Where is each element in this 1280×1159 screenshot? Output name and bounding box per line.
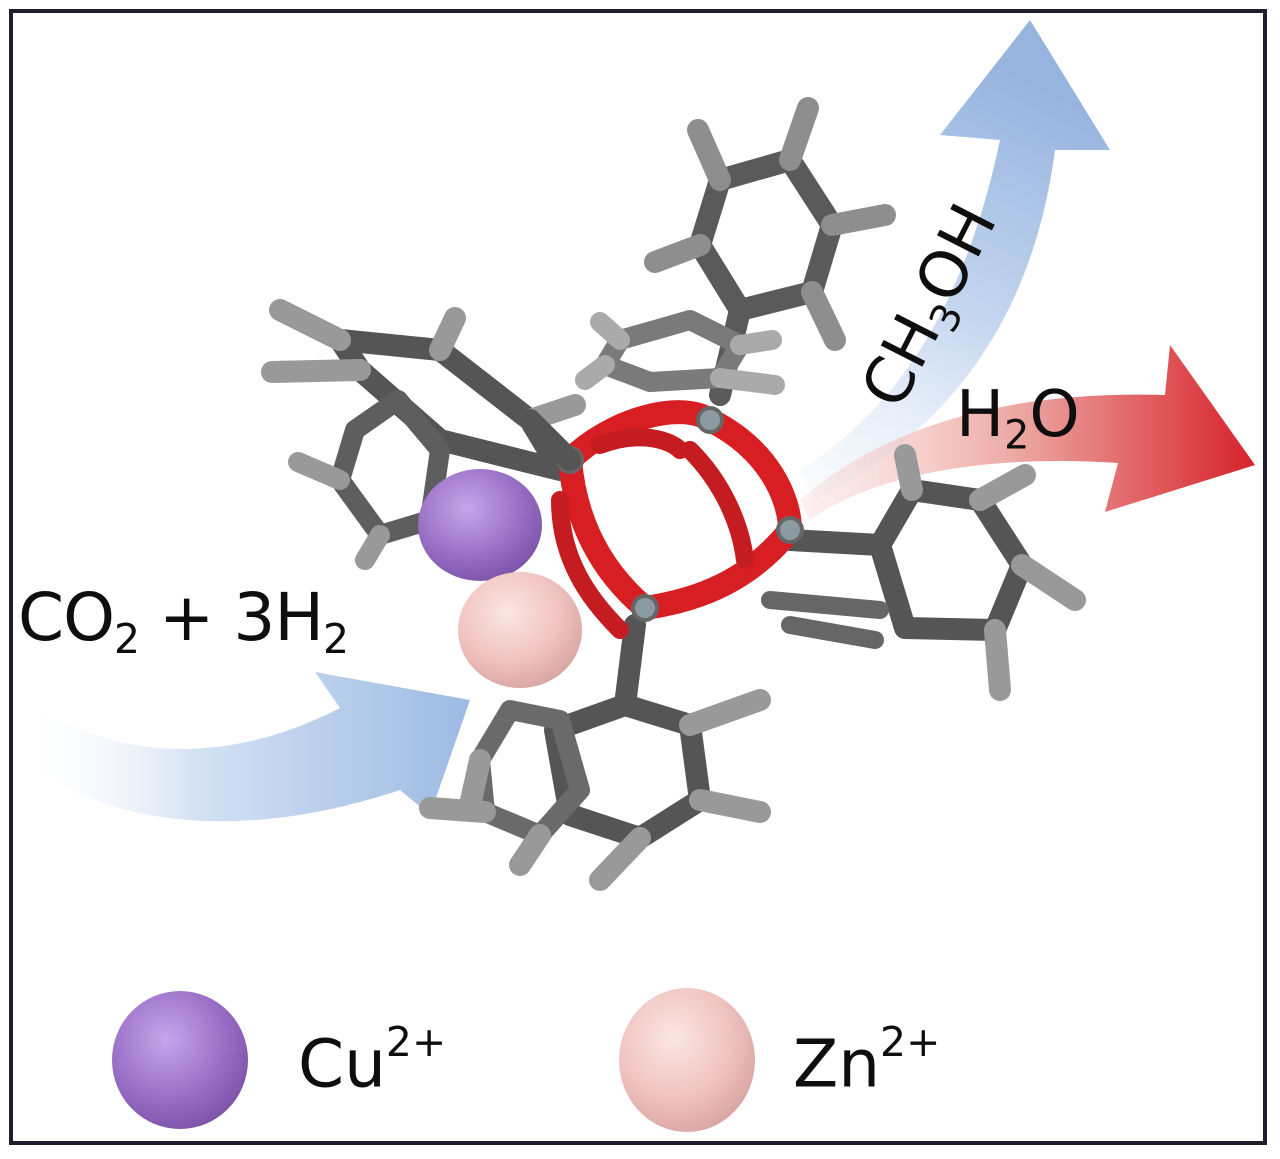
cu-atom bbox=[418, 469, 542, 581]
h2-text: + 3H bbox=[139, 579, 324, 656]
legend-zn-label: Zn2+ bbox=[793, 1022, 940, 1098]
zn-atom bbox=[458, 572, 582, 688]
cu-charge: 2+ bbox=[385, 1018, 447, 1066]
legend-cu-sphere bbox=[112, 991, 248, 1129]
phenyl-ring-right-back bbox=[761, 591, 889, 649]
water-o: O bbox=[1029, 378, 1080, 452]
phenyl-ring-bottom bbox=[419, 614, 771, 891]
methanol-product-arrow bbox=[800, 20, 1110, 500]
phenyl-ring-back bbox=[575, 310, 785, 395]
legend-zn-sphere bbox=[619, 988, 755, 1132]
co2-subscript: 2 bbox=[114, 615, 140, 664]
siloxane-cage bbox=[551, 400, 804, 639]
phenyl-ring-top bbox=[644, 97, 896, 406]
reactant-input-arrow bbox=[15, 672, 470, 822]
legend-cu-label: Cu2+ bbox=[298, 1022, 446, 1098]
water-label: H2O bbox=[956, 383, 1080, 456]
h2-subscript: 2 bbox=[322, 615, 349, 664]
zn-symbol: Zn bbox=[793, 1025, 881, 1103]
reactant-label: CO2 + 3H2 bbox=[18, 585, 349, 664]
phenyl-ring-right bbox=[779, 444, 1086, 701]
figure-frame bbox=[9, 9, 1267, 1145]
cu-symbol: Cu bbox=[298, 1025, 386, 1103]
co2-text: CO bbox=[18, 579, 115, 656]
water-subscript: 2 bbox=[1004, 412, 1030, 459]
water-h: H bbox=[956, 378, 1005, 452]
zn-charge: 2+ bbox=[880, 1018, 941, 1066]
